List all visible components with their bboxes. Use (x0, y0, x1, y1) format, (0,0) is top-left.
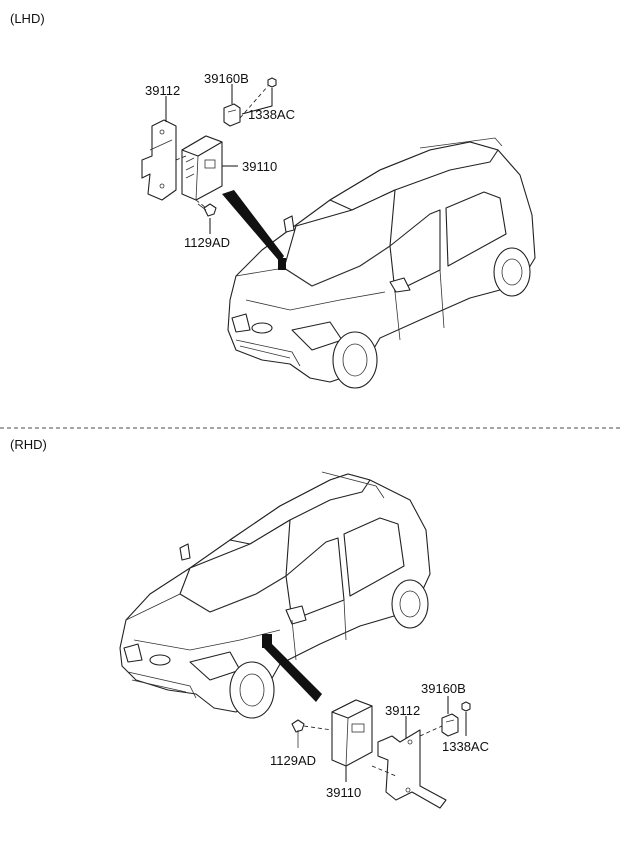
rhd-car-illustration (119, 471, 431, 719)
lhd-location-pointer (222, 190, 284, 262)
rhd-sensor-39160B (441, 713, 459, 737)
rhd-label-39110: 39110 (326, 785, 362, 800)
lhd-label-1129AD: 1129AD (184, 235, 231, 250)
rhd-nut-1338AC (461, 701, 471, 712)
lhd-car-illustration (227, 137, 536, 389)
lhd-bolt-1129AD (197, 203, 217, 217)
rhd-label-39112: 39112 (385, 703, 421, 718)
rhd-bracket-39112 (377, 729, 447, 809)
lhd-label-39112: 39112 (145, 83, 181, 98)
section-title-lhd: (LHD) (10, 11, 45, 26)
rhd-location-pointer (264, 642, 322, 702)
rhd-label-1129AD: 1129AD (270, 753, 317, 768)
section-title-rhd: (RHD) (10, 437, 47, 452)
rhd-ecu-39110 (331, 699, 373, 767)
lhd-label-39160B: 39160B (204, 71, 249, 86)
lhd-nut-1338AC (267, 77, 277, 88)
rhd-leader-lines (303, 696, 467, 782)
lhd-sensor-39160B (223, 103, 241, 127)
lhd-label-39110: 39110 (242, 159, 278, 174)
lhd-leader-lines (165, 84, 273, 234)
rhd-label-39160B: 39160B (421, 681, 466, 696)
rhd-label-1338AC: 1338AC (442, 739, 489, 754)
lhd-ecu-39110 (181, 135, 223, 201)
lhd-label-1338AC: 1338AC (248, 107, 295, 122)
rhd-bolt-1129AD (291, 719, 305, 748)
lhd-bracket-39112 (141, 119, 177, 201)
